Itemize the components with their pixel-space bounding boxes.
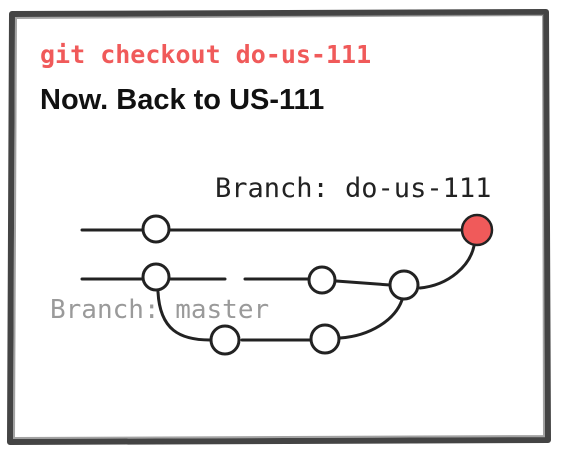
commit-node bbox=[141, 262, 171, 292]
head-commit-node bbox=[460, 213, 494, 247]
commit-node bbox=[141, 214, 171, 244]
merge-curve bbox=[418, 244, 476, 290]
middle-branch-line bbox=[80, 277, 392, 287]
commit-node bbox=[388, 269, 420, 301]
commit-node bbox=[307, 265, 337, 295]
step-caption: Now. Back to US-111 bbox=[40, 84, 325, 116]
git-command: git checkout do-us-111 bbox=[40, 40, 372, 69]
master-branch-line bbox=[156, 290, 404, 342]
commit-node bbox=[309, 323, 341, 355]
master-branch-label: Branch: master bbox=[50, 295, 269, 325]
commit-node bbox=[209, 324, 241, 356]
feature-branch-label: Branch: do-us-111 bbox=[215, 173, 491, 204]
